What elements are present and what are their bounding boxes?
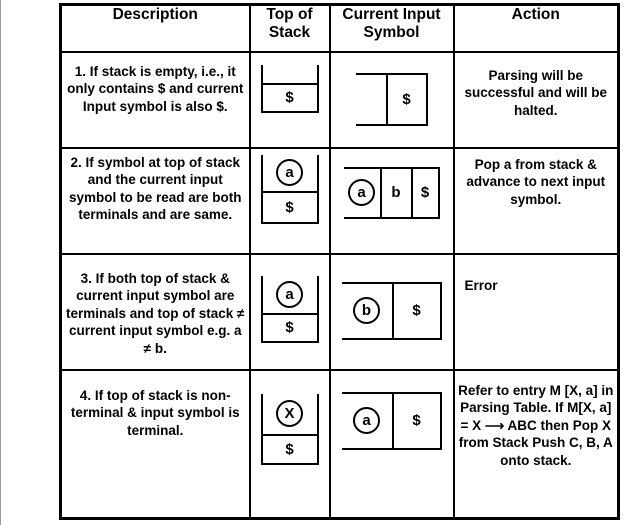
stack-symbol: $ bbox=[285, 89, 294, 106]
stack-symbol: $ bbox=[285, 198, 294, 216]
stack-diagram: a $ bbox=[260, 275, 319, 343]
left-edge-line bbox=[0, 0, 1, 525]
stack-diagram: a $ bbox=[260, 154, 319, 224]
action-text: Error bbox=[464, 277, 498, 293]
stack-bottom-slot: $ bbox=[260, 433, 319, 465]
input-cell-row1: $ bbox=[328, 50, 455, 149]
stack-diagram: X $ bbox=[260, 393, 319, 465]
col-header-top-of-stack: Top of Stack bbox=[248, 3, 331, 53]
input-cell-row3: b $ bbox=[328, 252, 455, 371]
stack-top-slot bbox=[260, 64, 319, 83]
tape-cell: $ bbox=[385, 72, 428, 126]
input-symbol: b bbox=[391, 184, 401, 201]
action-cell-row1: Parsing will be successful and will be h… bbox=[452, 50, 620, 149]
input-cell-row2: a b $ bbox=[328, 146, 455, 255]
description-cell-row2: 2. If symbol at top of stack and the cur… bbox=[59, 146, 251, 255]
action-cell-row4: Refer to entry M [X, a] in Parsing Table… bbox=[452, 368, 620, 520]
tape-open-segment: a bbox=[341, 391, 392, 450]
circled-symbol: X bbox=[276, 400, 303, 427]
description-cell-row3: 3. If both top of stack & current input … bbox=[59, 252, 251, 371]
col-header-action: Action bbox=[452, 3, 620, 53]
stack-diagram: $ bbox=[260, 64, 319, 113]
table-row: 3. If both top of stack & current input … bbox=[59, 252, 620, 371]
description-text: 1. If stack is empty, i.e., it only cont… bbox=[67, 63, 244, 114]
stack-bottom-slot: $ bbox=[260, 312, 319, 343]
header-row: Description Top of Stack Current Input S… bbox=[59, 3, 620, 53]
tape-cell: $ bbox=[410, 166, 440, 219]
input-symbol: $ bbox=[412, 412, 421, 429]
input-tape-diagram: b $ bbox=[341, 281, 442, 340]
description-text: 3. If both top of stack & current input … bbox=[66, 270, 245, 356]
action-text: Pop a from stack & advance to next input… bbox=[466, 156, 606, 207]
circled-symbol: a bbox=[348, 179, 375, 206]
parsing-rules-table: Description Top of Stack Current Input S… bbox=[59, 3, 620, 520]
stack-cell-row4: X $ bbox=[248, 368, 331, 520]
tape-open-segment: a bbox=[343, 166, 380, 219]
stack-symbol: $ bbox=[285, 319, 294, 336]
action-text: Parsing will be successful and will be h… bbox=[464, 67, 608, 118]
input-tape-diagram: $ bbox=[355, 72, 428, 126]
input-symbol: $ bbox=[412, 302, 421, 319]
stack-top-slot: a bbox=[260, 154, 319, 191]
stack-bottom-slot: $ bbox=[260, 82, 319, 113]
input-tape-diagram: a b $ bbox=[343, 166, 440, 219]
input-symbol: $ bbox=[420, 184, 430, 201]
stack-cell-row2: a $ bbox=[248, 146, 331, 255]
tape-cell: b bbox=[379, 166, 411, 219]
col-header-current-input-symbol: Current Input Symbol bbox=[328, 3, 455, 53]
input-cell-row4: a $ bbox=[328, 368, 455, 520]
stack-cell-row3: a $ bbox=[248, 252, 331, 371]
circled-symbol: b bbox=[353, 297, 380, 324]
description-cell-row1: 1. If stack is empty, i.e., it only cont… bbox=[59, 50, 251, 149]
tape-open-segment bbox=[355, 72, 386, 126]
circled-symbol: a bbox=[353, 407, 380, 434]
action-text: Refer to entry M [X, a] in Parsing Table… bbox=[458, 382, 614, 468]
stack-top-slot: a bbox=[260, 275, 319, 313]
stack-top-slot: X bbox=[260, 393, 319, 434]
stack-cell-row1: $ bbox=[248, 50, 331, 149]
description-cell-row4: 4. If top of stack is non-terminal & inp… bbox=[59, 368, 251, 520]
tape-cell: $ bbox=[391, 391, 442, 450]
tape-open-segment: b bbox=[341, 281, 392, 340]
table-row: 2. If symbol at top of stack and the cur… bbox=[59, 146, 620, 255]
table-row: 1. If stack is empty, i.e., it only cont… bbox=[59, 50, 620, 149]
description-text: 2. If symbol at top of stack and the cur… bbox=[68, 154, 242, 223]
action-cell-row2: Pop a from stack & advance to next input… bbox=[452, 146, 620, 255]
circled-symbol: a bbox=[276, 280, 303, 308]
stack-bottom-slot: $ bbox=[260, 190, 319, 224]
stack-symbol: $ bbox=[285, 440, 294, 458]
col-header-description: Description bbox=[59, 3, 251, 53]
input-symbol: $ bbox=[402, 90, 411, 108]
table-row: 4. If top of stack is non-terminal & inp… bbox=[59, 368, 620, 520]
input-tape-diagram: a $ bbox=[341, 391, 442, 450]
circled-symbol: a bbox=[276, 159, 303, 186]
tape-cell: $ bbox=[391, 281, 442, 340]
action-cell-row3: Error bbox=[452, 252, 620, 371]
description-text: 4. If top of stack is non-terminal & inp… bbox=[70, 387, 240, 438]
